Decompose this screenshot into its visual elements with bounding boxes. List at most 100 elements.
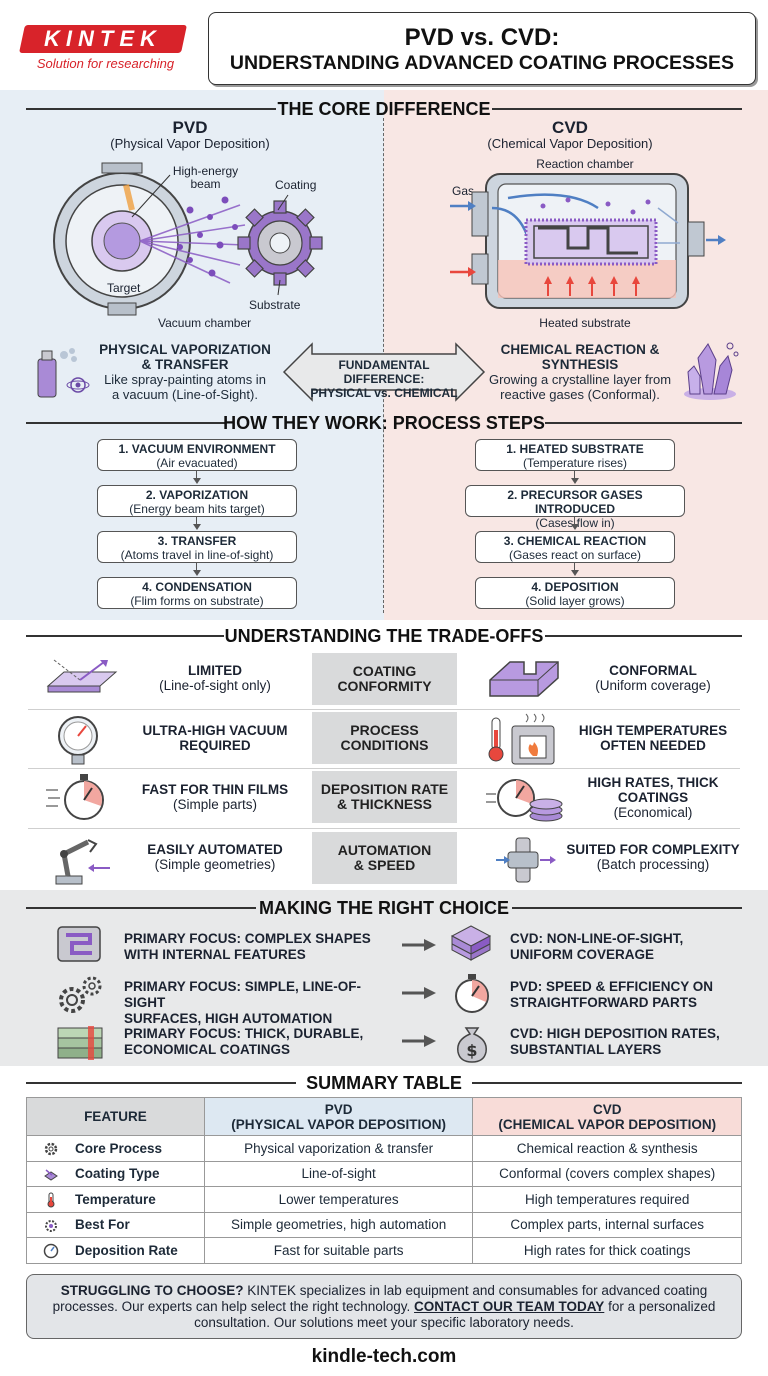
section-title: HOW THEY WORK: PROCESS STEPS [223,413,545,433]
stopwatch-icon [455,974,489,1013]
table-row: Deposition Rate Fast for suitable parts … [26,1237,742,1264]
layered-coverage-icon [450,925,492,961]
feature-cell: Coating Type [26,1160,205,1187]
header-cvd: CVD(CHEMICAL VAPOR DEPOSITION) [472,1097,742,1136]
section-title: UNDERSTANDING THE TRADE-OFFS [224,626,544,646]
pvd-subheading: (Physical Vapor Deposition) [110,136,270,151]
choice-arrow-3 [402,1035,436,1047]
title-box [208,12,756,85]
cvd-diagram [450,173,726,309]
section-summary: SUMMARY TABLE [0,1071,768,1095]
gear-icon [44,1142,58,1156]
substrate-gear-icon [237,200,323,286]
cvd-cell: Conformal (covers complex shapes) [472,1160,742,1187]
cvd-label-chamber: Reaction chamber [536,157,634,171]
crystal-icon [684,342,739,400]
header-pvd: PVD(PHYSICAL VAPOR DEPOSITION) [203,1097,474,1136]
pvd-step-2: 2. VAPORIZATION(Energy beam hits target) [97,485,297,517]
choice-focus-3: PRIMARY FOCUS: THICK, DURABLE,ECONOMICAL… [124,1026,364,1057]
table-header-row: FEATURE PVD(PHYSICAL VAPOR DEPOSITION) C… [26,1097,742,1136]
choice-panel [0,890,768,1066]
brand-tagline: Solution for researching [36,56,175,71]
pvd-cell: Simple geometries, high automation [203,1211,474,1238]
tradeoff-pvd-3: FAST FOR THIN FILMS(Simple parts) [141,782,289,812]
choice-recommendation-1: CVD: NON-LINE-OF-SIGHT,UNIFORM COVERAGE [510,931,684,962]
tradeoff-pvd-4: EASILY AUTOMATED(Simple geometries) [147,842,283,872]
thermometer-icon [47,1192,55,1208]
section-choice: MAKING THE RIGHT CHOICE [0,896,768,920]
pvd-label-target: Target [107,281,141,295]
pvd-cell: Lower temperatures [203,1186,474,1213]
feature-cell: Best For [26,1211,205,1238]
table-row: Coating Type Line-of-sight Conformal (co… [26,1160,742,1187]
cvd-step-1: 1. HEATED SUBSTRATE(Temperature rises) [475,439,675,471]
pvd-diagram [53,162,323,316]
gears-icon [59,976,102,1013]
table-row: Best For Simple geometries, high automat… [26,1211,742,1238]
pvd-cell: Fast for suitable parts [203,1237,474,1264]
cvd-heading: CVD [552,118,588,137]
contact-link[interactable]: CONTACT OUR TEAM TODAY [414,1299,605,1314]
thermometer-furnace-icon [488,713,555,765]
cvd-substrate-part [524,218,658,266]
pvd-heading: PVD [172,118,208,137]
cvd-cell: Chemical reaction & synthesis [472,1135,742,1162]
robot-arm-icon [55,839,110,885]
stopwatch-layers-icon [486,779,563,822]
cvd-cell: Complex parts, internal surfaces [472,1211,742,1238]
cvd-label-substrate: Heated substrate [539,316,631,330]
line-of-sight-icon [46,659,118,693]
tradeoff-criterion-4: AUTOMATION& SPEED [312,832,457,884]
heat-zone [498,260,676,298]
feature-cell: Deposition Rate [26,1237,205,1264]
pvd-step-1: 1. VACUUM ENVIRONMENT(Air evacuated) [97,439,297,471]
spray-can-icon [37,348,90,398]
money-stack-icon [57,1026,103,1060]
cvd-subheading: (Chemical Vapor Deposition) [487,136,653,151]
choice-recommendation-3: CVD: HIGH DEPOSITION RATES,SUBSTANTIAL L… [510,1026,720,1057]
lightbulb-gear-icon [45,1219,57,1232]
cvd-principle-title: CHEMICAL REACTION &SYNTHESIS [500,342,660,372]
conformal-coating-icon [489,661,559,697]
cvd-cell: High temperatures required [472,1186,742,1213]
energy-beam [123,184,135,211]
section-title: THE CORE DIFFERENCE [277,99,491,119]
complex-part-icon [496,837,556,883]
footer-website[interactable]: kindle-tech.com [311,1346,457,1367]
page-subtitle: UNDERSTANDING ADVANCED COATING PROCESSES [229,52,735,74]
pvd-step-3: 3. TRANSFER(Atoms travel in line-of-sigh… [97,531,297,563]
choice-arrow-2 [402,987,436,999]
coating-layer-icon [44,1168,58,1181]
pvd-label-coating: Coating [275,178,317,192]
choice-arrow-1 [402,939,436,951]
cta-box [26,1274,742,1339]
cta-text: STRUGGLING TO CHOOSE? KINTEK specializes… [52,1283,716,1330]
internal-channels-icon [57,926,101,962]
section-process: HOW THEY WORK: PROCESS STEPS [0,411,768,435]
pvd-principle-title: PHYSICAL VAPORIZATION& TRANSFER [99,342,271,372]
tradeoff-cvd-1: CONFORMAL(Uniform coverage) [595,663,711,693]
gauge-icon [43,1243,59,1259]
cta-lead: STRUGGLING TO CHOOSE? [60,1283,244,1298]
section-core-difference: THE CORE DIFFERENCE [0,97,768,121]
pvd-cell: Physical vaporization & transfer [203,1135,474,1162]
tradeoff-cvd-4: SUITED FOR COMPLEXITY(Batch processing) [566,842,740,872]
svg-text:$: $ [466,1041,477,1060]
table-row: Core Process Physical vaporization & tra… [26,1135,742,1162]
cvd-step-3: 3. CHEMICAL REACTION(Gases react on surf… [475,531,675,563]
feature-cell: Temperature [26,1186,205,1213]
tradeoff-pvd-1: LIMITED(Line-of-sight only) [159,663,271,693]
table-row: Temperature Lower temperatures High temp… [26,1186,742,1213]
stopwatch-fast-icon [46,774,104,820]
pvd-label-substrate: Substrate [249,298,301,312]
